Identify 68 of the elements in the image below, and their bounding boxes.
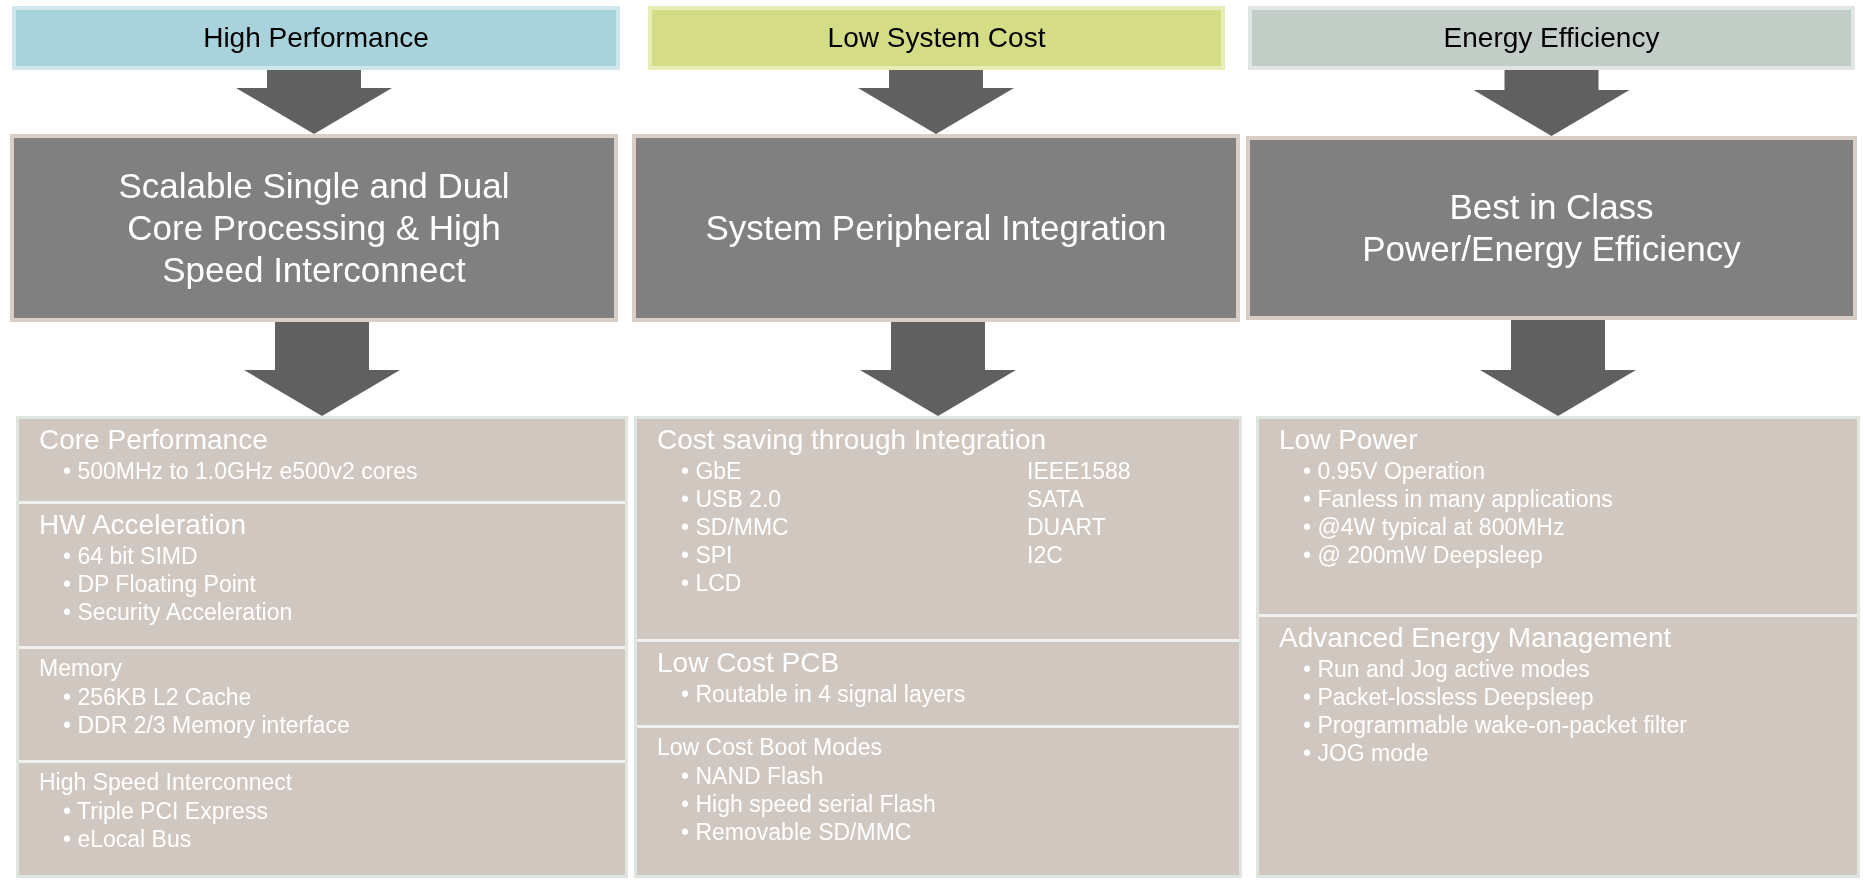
block-arrow bbox=[1480, 320, 1636, 416]
bullet-item: • DDR 2/3 Memory interface bbox=[63, 711, 351, 739]
feature-panel bbox=[1256, 416, 1860, 878]
category-header bbox=[1248, 6, 1855, 70]
feature-section bbox=[1259, 419, 1857, 614]
bullet-item: • Routable in 4 signal layers bbox=[681, 680, 967, 708]
section-heading: Core Performance bbox=[39, 423, 269, 457]
feature-section bbox=[19, 504, 625, 646]
header-text: Low System Cost bbox=[827, 21, 1046, 55]
bullet-item: • Security Acceleration bbox=[63, 598, 294, 626]
feature-title: Scalable Single and Dual Core Processing & High Speed Interconnect bbox=[117, 165, 511, 291]
bullet-item: IEEE1588 bbox=[1026, 457, 1132, 485]
bullet-item: • Run and Jog active modes bbox=[1303, 654, 1591, 683]
bullet-item: • JOG mode bbox=[1303, 738, 1430, 767]
bullet-item: • LCD bbox=[681, 569, 743, 597]
section-heading: Advanced Energy Management bbox=[1279, 620, 1673, 655]
bullet-item: • Triple PCI Express bbox=[63, 797, 269, 825]
category-header bbox=[648, 6, 1225, 70]
bullet-item: • SPI bbox=[681, 541, 734, 569]
feature-section bbox=[637, 642, 1239, 725]
bullet-item: • GbE bbox=[681, 457, 743, 485]
bullet-item: • USB 2.0 bbox=[681, 485, 783, 513]
header-text: High Performance bbox=[203, 21, 429, 55]
feature-box bbox=[10, 134, 618, 322]
header-text: Energy Efficiency bbox=[1443, 21, 1660, 55]
bullet-item: • DP Floating Point bbox=[63, 570, 257, 598]
bullet-item: I2C bbox=[1026, 541, 1064, 569]
feature-section bbox=[637, 727, 1239, 875]
feature-section bbox=[19, 649, 625, 760]
section-heading: High Speed Interconnect bbox=[39, 768, 294, 797]
section-heading: HW Acceleration bbox=[39, 508, 247, 542]
block-arrow bbox=[244, 322, 400, 416]
feature-box bbox=[632, 134, 1240, 322]
section-heading: Cost saving through Integration bbox=[657, 423, 1048, 457]
feature-title: System Peripheral Integration bbox=[705, 207, 1167, 249]
feature-box bbox=[1246, 136, 1857, 320]
feature-section bbox=[19, 763, 625, 875]
bullet-item: • 500MHz to 1.0GHz e500v2 cores bbox=[63, 457, 419, 485]
section-heading: Low Power bbox=[1279, 423, 1419, 457]
feature-panel bbox=[16, 416, 628, 878]
block-arrow bbox=[236, 70, 392, 134]
bullet-item: • 64 bit SIMD bbox=[63, 542, 199, 570]
bullet-item: DUART bbox=[1026, 513, 1107, 541]
bullet-item: • High speed serial Flash bbox=[681, 789, 937, 818]
feature-section bbox=[19, 419, 625, 501]
feature-title: Best in Class Power/Energy Efficiency bbox=[1361, 186, 1742, 270]
feature-panel bbox=[634, 416, 1242, 878]
feature-section bbox=[1259, 616, 1857, 875]
block-arrow bbox=[1473, 70, 1630, 136]
bullet-item: • SD/MMC bbox=[681, 513, 790, 541]
section-heading: Low Cost Boot Modes bbox=[657, 732, 883, 762]
bullet-item: • 256KB L2 Cache bbox=[63, 683, 253, 711]
bullet-item: • eLocal Bus bbox=[63, 825, 193, 853]
block-arrow bbox=[860, 322, 1016, 416]
bullet-item: • Removable SD/MMC bbox=[681, 817, 913, 846]
bullet-item: • Fanless in many applications bbox=[1303, 485, 1614, 513]
bullet-item: SATA bbox=[1026, 485, 1085, 513]
bullet-item: • @ 200mW Deepsleep bbox=[1303, 541, 1544, 569]
bullet-item: • Programmable wake-on-packet filter bbox=[1303, 710, 1688, 739]
section-heading: Memory bbox=[39, 654, 124, 683]
bullet-item: • 0.95V Operation bbox=[1303, 457, 1486, 485]
block-arrow bbox=[858, 70, 1014, 134]
bullet-item: • NAND Flash bbox=[681, 761, 825, 790]
section-heading: Low Cost PCB bbox=[657, 646, 841, 680]
bullet-item: • @4W typical at 800MHz bbox=[1303, 513, 1566, 541]
bullet-item: • Packet-lossless Deepsleep bbox=[1303, 682, 1595, 711]
feature-section bbox=[637, 419, 1239, 639]
category-header bbox=[12, 6, 620, 70]
